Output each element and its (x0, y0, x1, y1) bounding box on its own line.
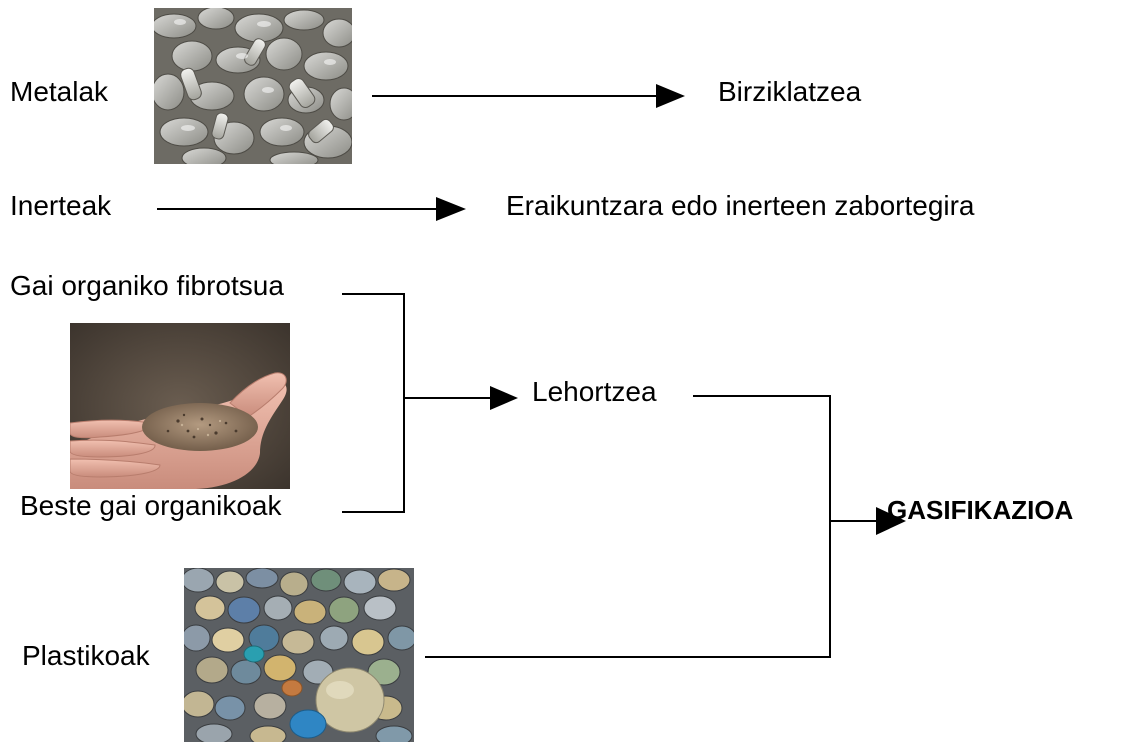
label-inerteak: Inerteak (10, 190, 111, 222)
label-beste-gai: Beste gai organikoak (20, 490, 282, 522)
arrowhead-lehortzea (490, 386, 518, 410)
organic-matter-image (70, 323, 290, 489)
label-gasifikazioa: GASIFIKAZIOA (887, 494, 1073, 526)
bracket-gasifikazioa (425, 396, 830, 657)
label-birziklatzea: Birziklatzea (718, 76, 861, 108)
arrowhead-birziklatzea (656, 84, 685, 108)
label-plastikoak: Plastikoak (22, 640, 150, 672)
bracket-organic (342, 294, 404, 512)
arrowhead-eraikuntza (436, 197, 466, 221)
label-gai-fibrotsua: Gai organiko fibrotsua (10, 270, 284, 302)
scrap-metal-image (154, 8, 352, 164)
label-eraikuntza: Eraikuntzara edo inerteen zabortegira (506, 190, 975, 222)
plastic-pieces-image (184, 568, 414, 742)
label-lehortzea: Lehortzea (532, 376, 657, 408)
label-metalak: Metalak (10, 76, 108, 108)
